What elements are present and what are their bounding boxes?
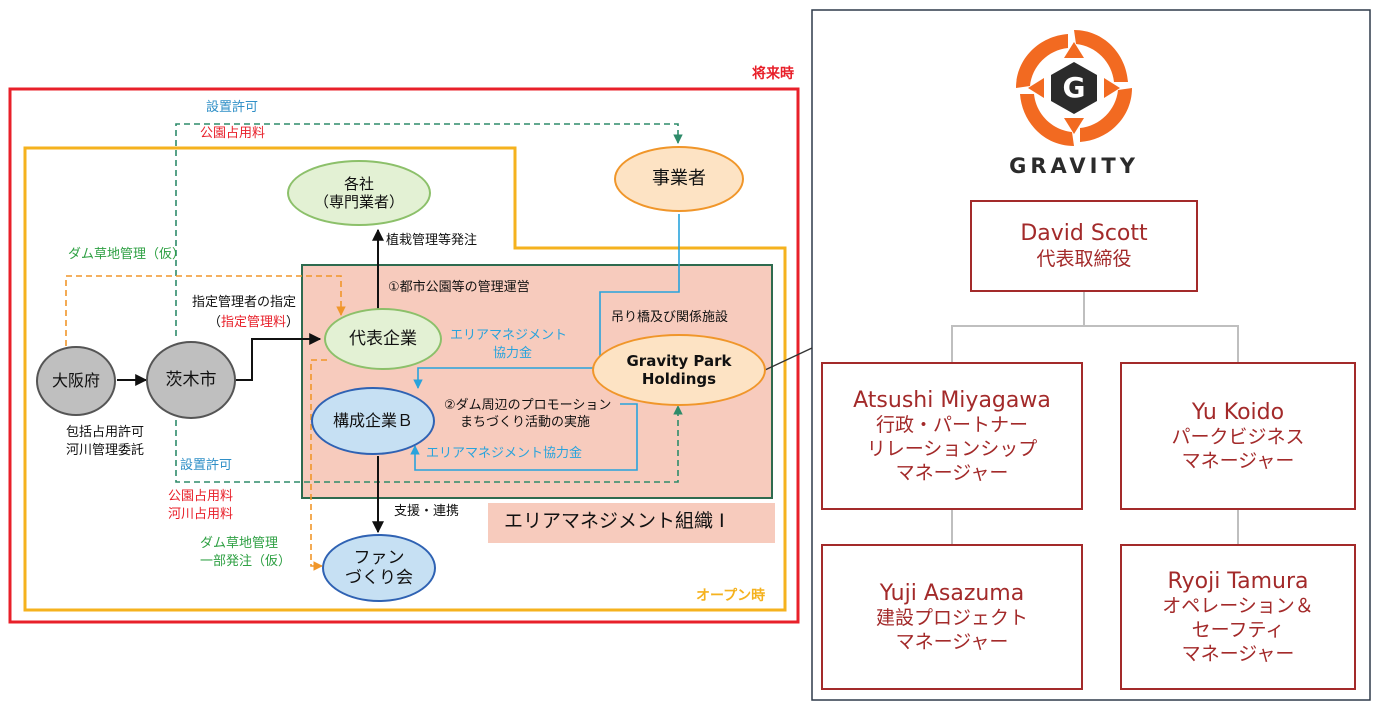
org-ceo-name: David Scott bbox=[1020, 221, 1148, 247]
org-m4-role2: セーフティ bbox=[1191, 618, 1285, 641]
gravity-logo-letter: G bbox=[1062, 71, 1086, 104]
node-fan: ファン づくり会 bbox=[322, 534, 436, 602]
label-area-kyoryoku-b: エリアマネジメント協力金 bbox=[426, 446, 583, 461]
label-secchi-bottom: 設置許可 bbox=[180, 458, 233, 473]
right-panel bbox=[811, 9, 1371, 701]
shitei-fee: 指定管理料 bbox=[221, 315, 287, 330]
label-shokusai: 植栽管理等発注 bbox=[386, 233, 478, 248]
node-fan-line1: ファン bbox=[353, 547, 405, 568]
area-org-label-box bbox=[488, 503, 775, 543]
label-dam-kari: ダム草地管理（仮） bbox=[68, 247, 186, 262]
org-ceo: David Scott 代表取締役 bbox=[970, 200, 1198, 292]
open-frame bbox=[23, 146, 787, 612]
org-m4-name: Ryoji Tamura bbox=[1167, 568, 1309, 594]
node-ibaraki-label: 茨木市 bbox=[165, 369, 217, 390]
label-shitei-line2: （指定管理料） bbox=[208, 315, 300, 331]
label-dam-promo-line1: ②ダム周辺のプロモーション bbox=[444, 398, 612, 413]
org-m3-role2: マネージャー bbox=[895, 630, 1009, 653]
label-kasen-bottom: 河川占用料 bbox=[168, 507, 234, 522]
node-gravity-park: Gravity Park Holdings bbox=[592, 334, 766, 406]
org-manager-1: Atsushi Miyagawa 行政・パートナー リレーションシップ マネージ… bbox=[821, 362, 1083, 510]
label-hokatsu-line2: 河川管理委託 bbox=[66, 443, 145, 458]
org-m1-name: Atsushi Miyagawa bbox=[853, 387, 1051, 413]
label-dam-bubun-line1: ダム草地管理 bbox=[200, 536, 279, 551]
label-toshi-koen: ①都市公園等の管理運営 bbox=[388, 280, 530, 295]
org-m4-role1: オペレーション＆ bbox=[1162, 595, 1314, 618]
label-dam-promo-line2: まちづくり活動の実施 bbox=[460, 415, 591, 430]
org-manager-2: Yu Koido パークビジネス マネージャー bbox=[1120, 362, 1356, 510]
future-frame bbox=[8, 87, 800, 624]
node-koseib: 構成企業Ｂ bbox=[311, 387, 435, 455]
label-shien: 支援・連携 bbox=[394, 504, 460, 519]
gravity-wordmark: GRAVITY bbox=[1009, 154, 1139, 178]
node-fan-line2: づくり会 bbox=[345, 568, 413, 588]
node-ibaraki: 茨木市 bbox=[146, 341, 236, 419]
org-m3-name: Yuji Asazuma bbox=[879, 580, 1025, 606]
label-koen-top: 公園占用料 bbox=[200, 126, 266, 141]
node-kakusha: 各社 （専門業者） bbox=[287, 160, 431, 226]
node-daihyo-label: 代表企業 bbox=[349, 328, 417, 349]
node-osaka-label: 大阪府 bbox=[51, 371, 100, 391]
node-koseib-label: 構成企業Ｂ bbox=[332, 411, 413, 431]
future-label: 将来時 bbox=[752, 66, 794, 82]
area-org-label: エリアマネジメント組織 I bbox=[504, 510, 725, 532]
label-hokatsu-line1: 包括占用許可 bbox=[66, 425, 145, 440]
node-kakusha-line2: （専門業者） bbox=[313, 193, 404, 211]
node-jigyosha-label: 事業者 bbox=[652, 168, 706, 190]
label-koen-bottom: 公園占用料 bbox=[168, 489, 234, 504]
label-area-kyoryoku-line2: 協力金 bbox=[493, 346, 533, 361]
gravity-logo: G bbox=[1008, 26, 1140, 156]
org-m1-role3: マネージャー bbox=[895, 461, 1009, 484]
shitei-open: （ bbox=[208, 315, 222, 330]
label-secchi-top: 設置許可 bbox=[206, 100, 259, 115]
node-kakusha-line1: 各社 bbox=[343, 175, 374, 193]
org-m4-role3: マネージャー bbox=[1181, 642, 1295, 665]
org-manager-3: Yuji Asazuma 建設プロジェクト マネージャー bbox=[821, 544, 1083, 690]
org-m2-role2: マネージャー bbox=[1181, 449, 1295, 472]
open-label: オープン時 bbox=[696, 588, 766, 604]
org-manager-4: Ryoji Tamura オペレーション＆ セーフティ マネージャー bbox=[1120, 544, 1356, 690]
label-dam-bubun-line2: 一部発注（仮） bbox=[200, 554, 292, 569]
node-daihyo: 代表企業 bbox=[324, 308, 442, 370]
label-tsuribashi: 吊り橋及び関係施設 bbox=[611, 310, 729, 325]
org-m2-name: Yu Koido bbox=[1191, 399, 1285, 425]
org-m1-role2: リレーションシップ bbox=[866, 437, 1038, 460]
node-osaka: 大阪府 bbox=[36, 346, 116, 416]
node-jigyosha: 事業者 bbox=[614, 146, 744, 212]
org-m3-role1: 建設プロジェクト bbox=[875, 607, 1028, 629]
label-shitei-line1: 指定管理者の指定 bbox=[192, 295, 297, 310]
org-ceo-role: 代表取締役 bbox=[1036, 247, 1132, 270]
org-m2-role1: パークビジネス bbox=[1171, 426, 1305, 448]
shitei-close: ） bbox=[286, 315, 300, 330]
node-gp-line2: Holdings bbox=[641, 370, 717, 388]
org-m1-role1: 行政・パートナー bbox=[875, 414, 1028, 437]
label-area-kyoryoku-line1: エリアマネジメント bbox=[450, 328, 568, 343]
node-gp-line1: Gravity Park bbox=[626, 352, 732, 370]
